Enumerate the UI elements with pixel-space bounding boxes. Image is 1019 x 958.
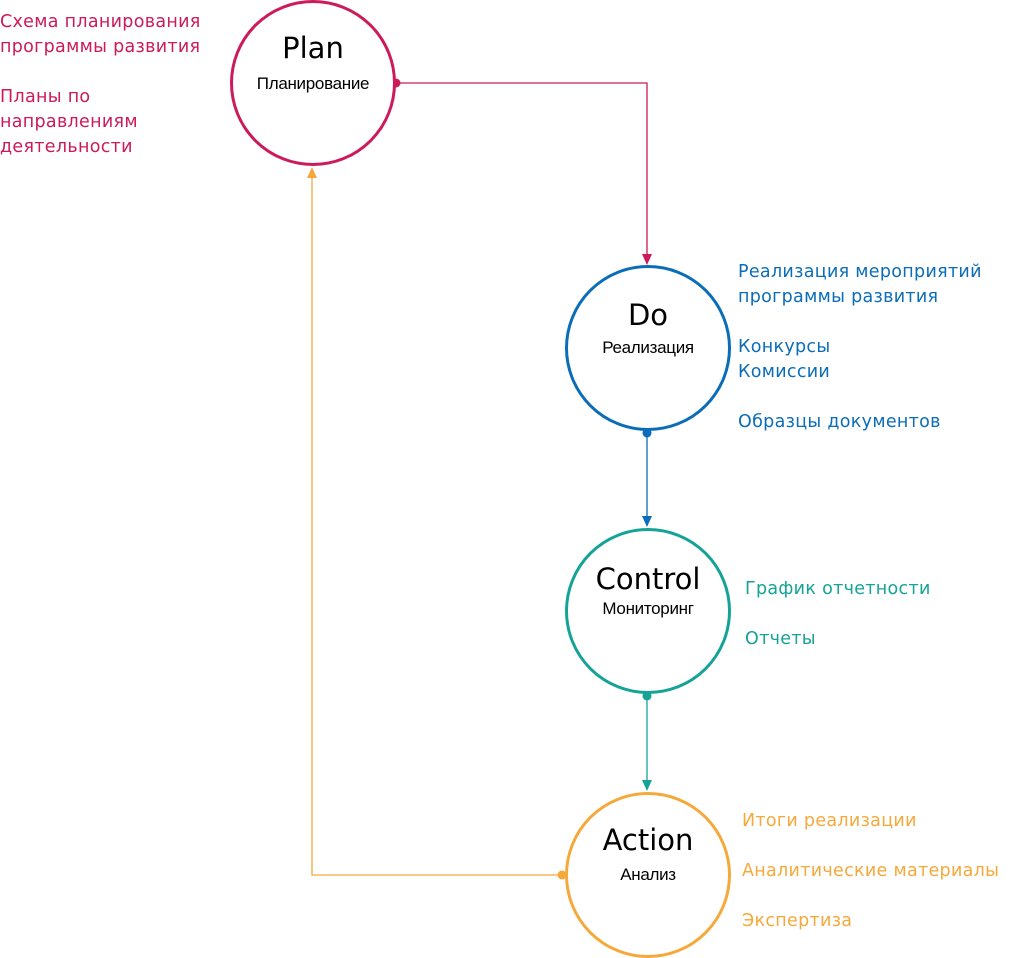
do-item[interactable]: Реализация мероприятий программы развити… [738,262,982,307]
action-item[interactable]: Аналитические материалы [742,861,1000,881]
control-title: Control [595,562,701,596]
do-title: Do [627,298,669,332]
plan-item[interactable]: Планы по направлениям деятельности [0,87,138,157]
do-subtitle: Реализация [602,338,694,357]
connector-control-to-action [642,691,652,791]
plan-item[interactable]: Схема планирования программы развития [0,12,201,57]
plan-title: Plan [282,31,344,65]
do-item[interactable]: Конкурсы [738,337,831,357]
control-item[interactable]: График отчетности [745,579,931,599]
connector-plan-to-do [391,78,652,265]
do-node: Do Реализация [565,265,731,431]
action-subtitle: Анализ [620,865,676,884]
connector-do-to-control [642,428,652,527]
plan-subtitle: Планирование [256,74,370,93]
control-items: График отчетности Отчеты [745,577,931,652]
action-items: Итоги реализации Аналитические материалы… [742,809,999,934]
plan-items: Схема планирования программы развития Пл… [0,10,201,160]
action-item[interactable]: Экспертиза [742,911,853,931]
control-item[interactable]: Отчеты [745,629,816,649]
do-items: Реализация мероприятий программы развити… [738,260,982,435]
do-item[interactable]: Образцы документов [738,412,941,432]
connector-action-to-plan [307,167,567,880]
action-title: Action [602,823,694,857]
plan-node: Plan Планирование [230,0,396,166]
control-node: Control Мониторинг [565,528,731,694]
action-item[interactable]: Итоги реализации [742,811,917,831]
action-node: Action Анализ [565,792,731,958]
control-subtitle: Мониторинг [602,599,694,618]
do-item[interactable]: Комиссии [738,362,831,382]
